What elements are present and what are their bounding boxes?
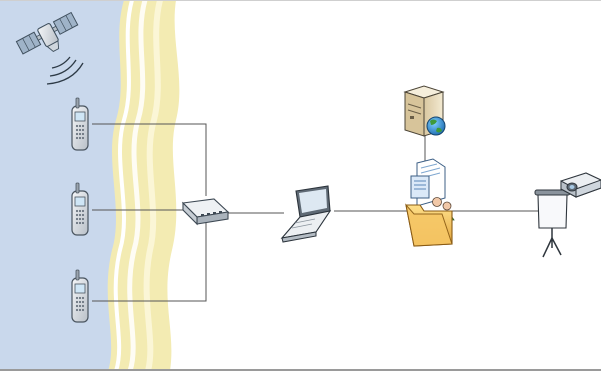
beach-band: [107, 0, 180, 371]
connection-phone1-hub: [92, 123, 207, 196]
laptop-icon[interactable]: [280, 185, 332, 243]
network-hub-icon[interactable]: [181, 198, 230, 226]
projector-icon[interactable]: [560, 172, 601, 198]
signal-waves-icon: [46, 56, 84, 85]
web-server-icon[interactable]: [403, 85, 446, 137]
sea-background: [0, 0, 142, 371]
connection-phone3-hub: [92, 220, 207, 302]
projection-screen-icon[interactable]: [534, 189, 571, 258]
satellite-icon[interactable]: [15, 11, 83, 65]
shared-folder-icon[interactable]: [405, 158, 455, 247]
